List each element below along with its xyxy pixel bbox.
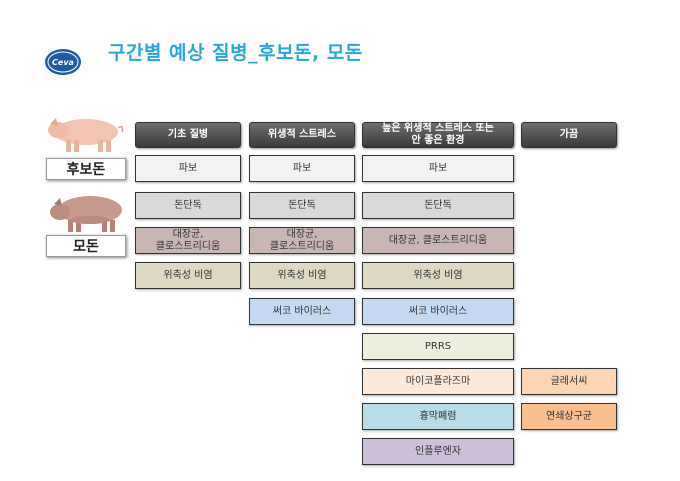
column-header-2: 높은 위생적 스트레스 또는 안 좋은 환경 <box>362 122 514 148</box>
sow-pig-image <box>50 196 122 232</box>
gilt-pig-image <box>48 118 124 152</box>
disease-cell: 위축성 비염 <box>362 262 514 289</box>
disease-cell: 대장균, 클로스트리디움 <box>135 227 241 254</box>
disease-cell: 대장균, 클로스트리디움 <box>362 227 514 254</box>
disease-cell: 파보 <box>362 155 514 182</box>
disease-cell: 파보 <box>135 155 241 182</box>
page-title: 구간별 예상 질병_후보돈, 모돈 <box>108 42 363 64</box>
column-header-3: 가끔 <box>521 122 617 148</box>
disease-cell: 연쇄상구균 <box>521 403 617 430</box>
gilt-label: 후보돈 <box>46 158 126 180</box>
sow-label: 모돈 <box>46 235 126 257</box>
column-header-0: 기초 질병 <box>135 122 241 148</box>
disease-cell: 써코 바이러스 <box>362 298 514 325</box>
disease-cell: 파보 <box>249 155 355 182</box>
disease-cell: 글레서씨 <box>521 368 617 395</box>
disease-cell: 인플루엔자 <box>362 438 514 465</box>
disease-cell: 돈단독 <box>362 192 514 219</box>
column-header-1: 위생적 스트레스 <box>249 122 355 148</box>
disease-cell: 위축성 비염 <box>249 262 355 289</box>
svg-text:Ceva: Ceva <box>52 58 74 67</box>
disease-cell: 돈단독 <box>135 192 241 219</box>
disease-cell: 위축성 비염 <box>135 262 241 289</box>
disease-cell: 마이코플라즈마 <box>362 368 514 395</box>
disease-cell: PRRS <box>362 333 514 360</box>
ceva-logo: Ceva <box>45 49 81 75</box>
disease-cell: 써코 바이러스 <box>249 298 355 325</box>
disease-cell: 흉막폐렴 <box>362 403 514 430</box>
disease-cell: 대장균, 클로스트리디움 <box>249 227 355 254</box>
disease-cell: 돈단독 <box>249 192 355 219</box>
